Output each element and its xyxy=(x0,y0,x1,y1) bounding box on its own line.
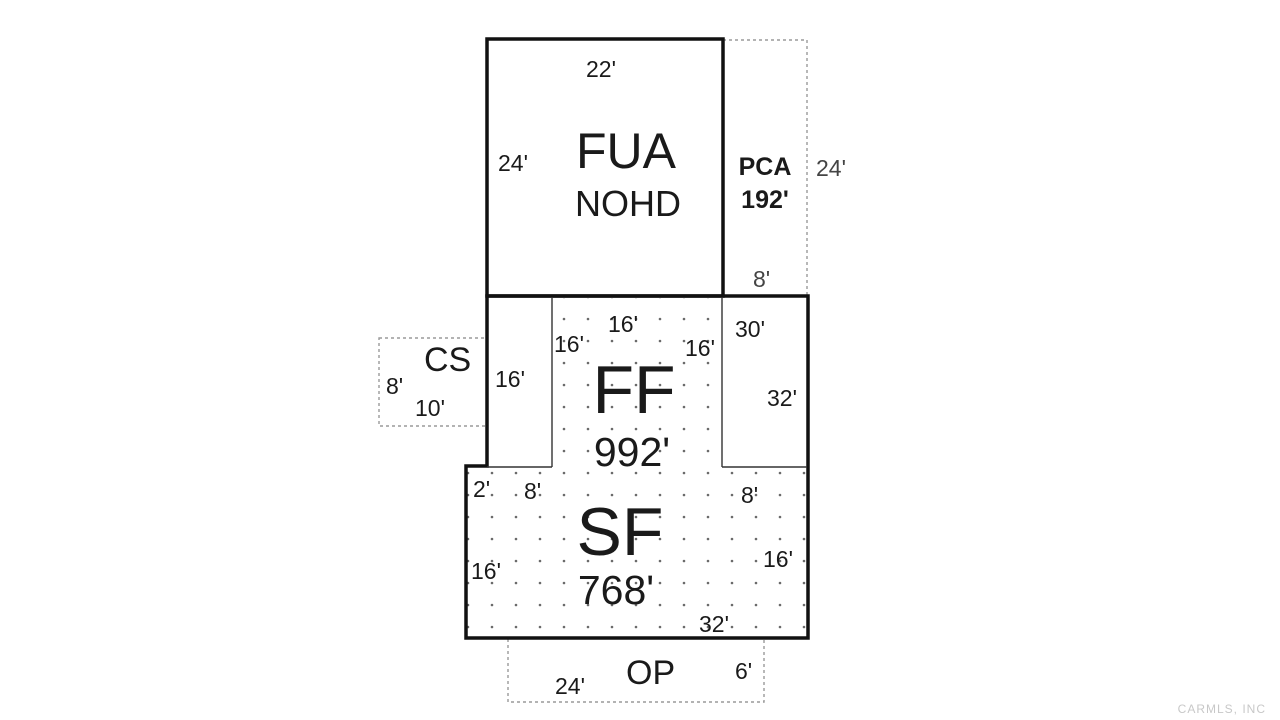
dim-ff-left-wing: 16' xyxy=(495,366,525,392)
dim-sf-right-top: 8' xyxy=(741,482,759,508)
dim-fua-top: 22' xyxy=(586,56,616,82)
sf-fill xyxy=(466,468,808,638)
sf-area: 768' xyxy=(577,567,655,613)
dim-sf-notch: 2' xyxy=(473,476,491,502)
dim-ff-court-top: 16' xyxy=(608,311,638,337)
dim-sf-left-top: 8' xyxy=(524,478,542,504)
ff-court-fill xyxy=(552,298,722,468)
dim-pca-bottom: 8' xyxy=(753,266,771,292)
dim-fua-left: 24' xyxy=(498,150,528,176)
dim-op-bottom: 24' xyxy=(555,673,585,699)
dim-cs-bottom: 10' xyxy=(415,395,445,421)
pca-area: 192' xyxy=(741,186,789,214)
dim-sf-bottom: 32' xyxy=(699,611,729,637)
dim-op-side: 6' xyxy=(735,658,753,684)
dim-ff-court-left: 16' xyxy=(554,331,584,357)
dim-ff-right-top: 30' xyxy=(735,316,765,342)
watermark-text: CARMLS, INC xyxy=(1177,702,1266,716)
ff-sf-outline xyxy=(464,294,810,640)
dim-ff-right-side: 32' xyxy=(767,385,797,411)
pca-name: PCA xyxy=(738,153,792,181)
fua-name: FUA xyxy=(576,123,676,179)
fua-sub: NOHD xyxy=(575,183,681,224)
ff-name: FF xyxy=(592,352,676,428)
op-name: OP xyxy=(626,654,676,692)
dim-sf-left: 16' xyxy=(471,558,501,584)
dim-pca-right: 24' xyxy=(816,155,846,181)
fua-outline xyxy=(485,37,725,298)
ff-area: 992' xyxy=(593,429,671,475)
cs-name: CS xyxy=(424,341,472,379)
dim-ff-court-right: 16' xyxy=(685,335,715,361)
sf-name: SF xyxy=(576,494,664,570)
dim-cs-side: 8' xyxy=(386,373,404,399)
dim-sf-right: 16' xyxy=(763,546,793,572)
